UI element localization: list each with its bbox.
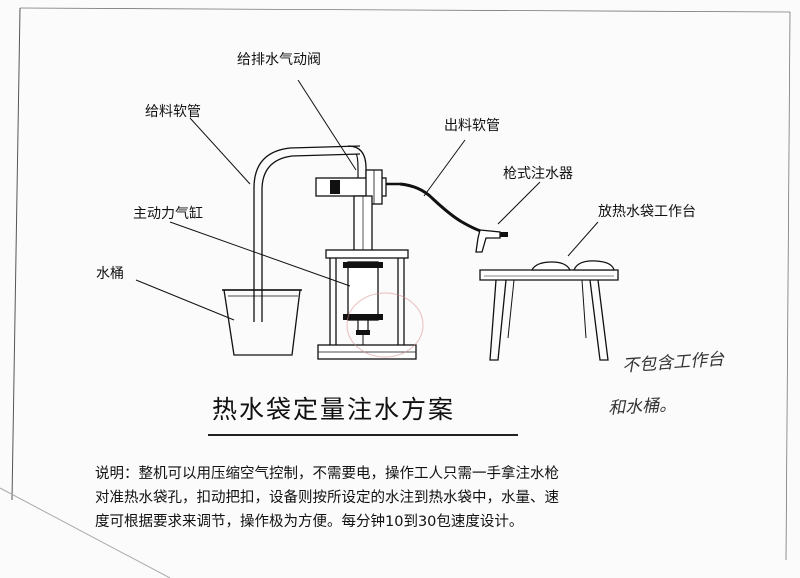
main-cylinder <box>343 261 383 345</box>
outlet-hose <box>399 182 485 234</box>
frame-left-edge <box>11 7 21 501</box>
description-line-2: 对准热水袋孔，扣动把扣，设备则按所设定的水注到热水袋中，水量、速 <box>95 490 559 506</box>
frame-right-edge <box>785 11 791 561</box>
description-line-3: 度可根据要求来调节，操作极为方便。每分钟10到30包速度设计。 <box>95 514 524 530</box>
label-bucket: 水桶 <box>96 266 124 282</box>
leader-lines <box>135 79 599 321</box>
label-gun-injector: 枪式注水器 <box>503 166 573 182</box>
scan-corner-line <box>0 487 171 578</box>
workbench <box>479 260 619 361</box>
label-workbench: 放热水袋工作台 <box>598 204 696 220</box>
description-line-1: 说明：整机可以用压缩空气控制，不需要电，操作工人只需一手拿注水枪 <box>95 466 559 482</box>
label-outlet-hose: 出料软管 <box>444 118 500 134</box>
description-text: 说明：整机可以用压缩空气控制，不需要电，操作工人只需一手拿注水枪 对准热水袋孔，… <box>95 462 705 534</box>
feed-hose-inner <box>261 153 361 322</box>
handwritten-note-line-2: 和水桶。 <box>607 395 677 419</box>
stamp-mark <box>346 292 424 358</box>
label-main-cylinder: 主动力气缸 <box>133 206 203 222</box>
title-underline <box>208 434 518 436</box>
gun-injector <box>475 229 508 253</box>
label-feed-hose: 给料软管 <box>145 104 201 120</box>
label-valve: 给排水气动阀 <box>237 52 321 68</box>
page-title: 热水袋定量注水方案 <box>212 395 456 424</box>
valve-assembly <box>315 145 400 205</box>
machine-frame <box>317 249 417 360</box>
feed-hose <box>253 145 361 322</box>
frame-top-edge <box>19 7 791 13</box>
